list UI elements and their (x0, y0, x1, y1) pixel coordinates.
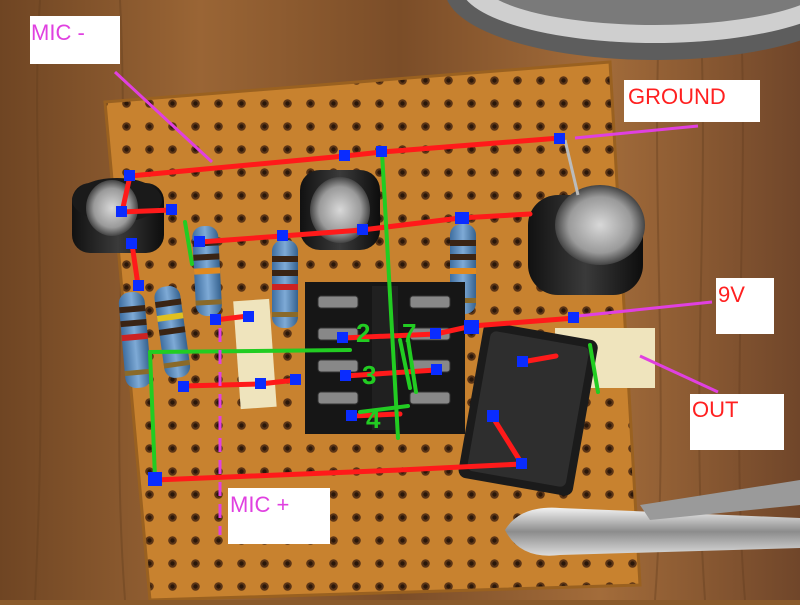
resistor-left-b (154, 286, 191, 378)
pin-number-4: 4 (366, 404, 381, 434)
label-box-ground (624, 80, 760, 122)
label-box-9v (716, 278, 774, 334)
label-mic-minus: MIC - (31, 20, 85, 45)
label-out: OUT (692, 397, 739, 422)
resistor-left-a (118, 291, 152, 389)
crocodile-clip (505, 480, 800, 556)
label-box-out (690, 394, 784, 450)
pin-number-3: 3 (362, 360, 377, 390)
magenta-pointer-lines (113, 70, 719, 535)
label-9v: 9V (718, 282, 745, 307)
label-mic-plus: MIC + (230, 492, 290, 517)
electrolytic-capacitor-middle (300, 170, 380, 250)
resistor-middle (272, 240, 298, 328)
pin-number-7: 7 (402, 318, 417, 348)
ic-socket (305, 282, 465, 434)
trimmer-potentiometer (458, 322, 598, 496)
label-box-mic-minus (30, 16, 120, 64)
label-ground: GROUND (628, 84, 726, 109)
label-box-mic-plus (228, 488, 330, 544)
pin-number-2: 2 (356, 318, 371, 348)
metal-tin (447, 0, 800, 60)
junction-nodes (116, 133, 579, 486)
electrolytic-capacitor-right (528, 139, 645, 295)
green-wires (148, 150, 600, 480)
